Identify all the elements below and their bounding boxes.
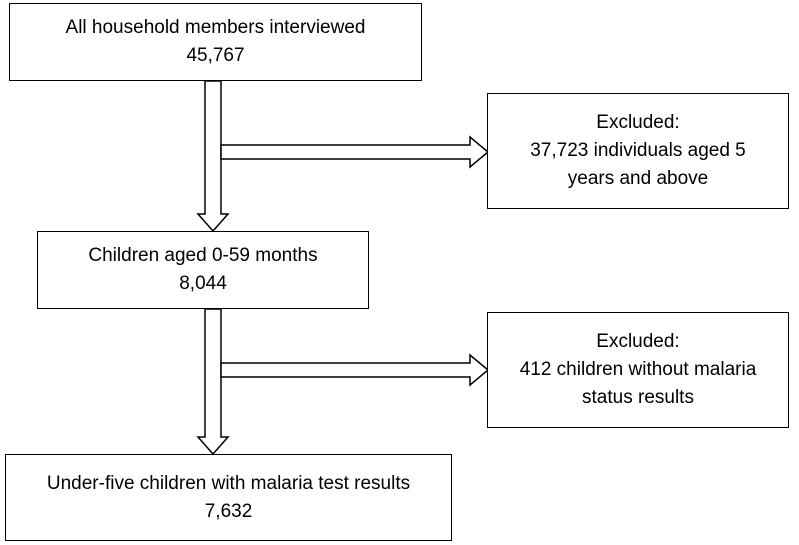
final-sample-label: Under-five children with malaria test re… bbox=[46, 472, 411, 494]
excluded-individuals-line1: 37,723 individuals aged 5 bbox=[530, 140, 746, 161]
final-sample-box: Under-five children with malaria test re… bbox=[5, 454, 452, 541]
excluded-children-heading: Excluded: bbox=[596, 331, 680, 352]
excluded-children-line2: status results bbox=[582, 387, 694, 408]
children-aged-count: 8,044 bbox=[179, 273, 227, 294]
excluded-individuals-line2: years and above bbox=[567, 168, 709, 189]
excluded-individuals-box: Excluded: 37,723 individuals aged 5 year… bbox=[487, 93, 789, 209]
arrow-down-2 bbox=[196, 308, 230, 456]
arrow-right-1 bbox=[220, 135, 490, 169]
excluded-children-line1: 412 children without malaria bbox=[519, 359, 757, 380]
final-sample-count: 7,632 bbox=[204, 500, 253, 522]
all-household-members-label: All household members interviewed bbox=[65, 17, 366, 38]
excluded-individuals-heading: Excluded: bbox=[596, 112, 680, 133]
children-aged-box: Children aged 0-59 months 8,044 bbox=[37, 231, 369, 309]
excluded-children-box: Excluded: 412 children without malaria s… bbox=[487, 312, 789, 428]
children-aged-label: Children aged 0-59 months bbox=[88, 245, 318, 266]
arrow-down-1 bbox=[196, 80, 230, 233]
all-household-members-box: All household members interviewed 45,767 bbox=[9, 3, 422, 81]
all-household-members-count: 45,767 bbox=[186, 45, 245, 66]
arrow-right-2 bbox=[220, 353, 490, 387]
